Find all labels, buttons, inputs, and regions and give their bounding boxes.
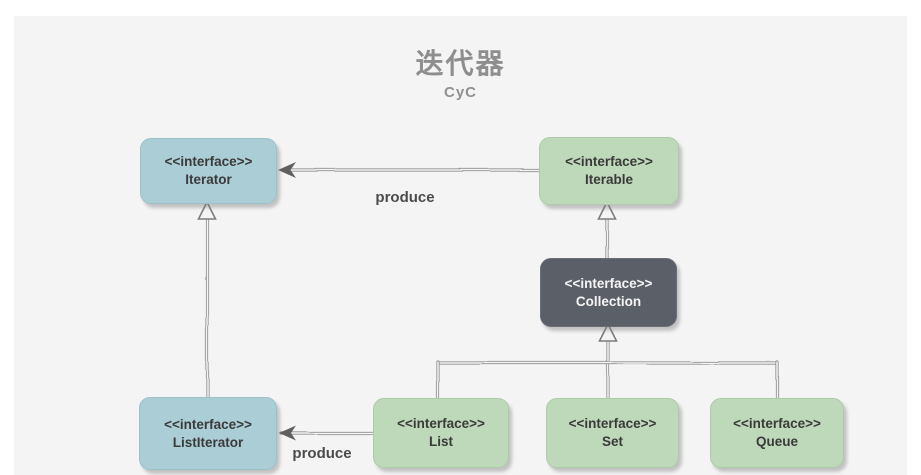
node-name: List [428,434,453,449]
node-stereotype: <<interface>> [564,275,653,291]
dependency-arrowheads [278,162,296,441]
node-iterable: <<interface>> Iterable [539,137,679,205]
node-name: Iterable [584,172,634,187]
triangle-arrow-iterator [197,200,217,220]
node-name: Iterator [185,172,232,187]
node-list: <<interface>> List [373,398,509,468]
arrowhead-produce-bottom [279,425,296,441]
node-queue: <<interface>> Queue [710,398,844,468]
node-name: Queue [755,434,798,449]
node-stereotype: <<interface>> [733,416,821,432]
node-listiterator: <<interface>> ListIterator [139,397,277,470]
node-stereotype: <<interface>> [568,416,657,432]
edge-label-produce-bottom: produce [292,445,352,462]
node-name: Collection [575,293,642,309]
realization-arrowheads [197,200,618,342]
node-iterator: <<interface>> Iterator [140,138,277,204]
node-stereotype: <<interface>> [397,416,485,432]
edge-label-produce-top: produce [375,189,435,206]
node-collection: <<interface>> Collection [540,258,677,327]
triangle-arrow-iterable [597,200,617,220]
node-name: Set [601,434,623,449]
node-stereotype: <<interface>> [565,154,653,170]
node-name: ListIterator [172,434,244,450]
edge-lines [205,168,779,435]
node-stereotype: <<interface>> [164,154,253,170]
diagram-title: 迭代器 [415,48,506,79]
triangle-arrow-collection [598,322,618,342]
arrowhead-produce-top [278,162,296,178]
node-set: <<interface>> Set [546,398,679,468]
node-stereotype: <<interface>> [164,416,252,432]
diagram-subtitle: CyC [443,84,477,101]
